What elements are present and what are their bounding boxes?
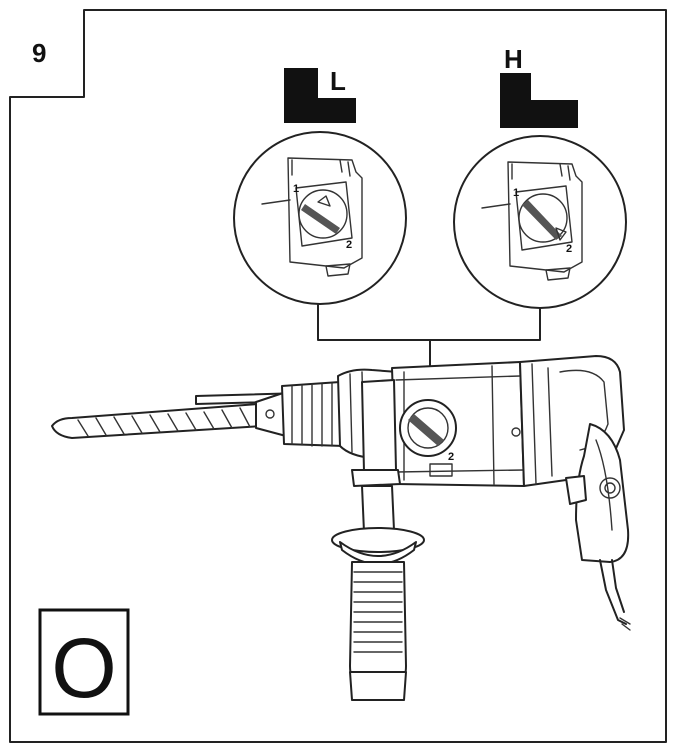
figure-frame [9, 9, 667, 743]
drill-selector-position-2: 2 [448, 451, 454, 463]
speed-high-label: H [504, 44, 523, 74]
detail-circle-low: 1 2 [233, 131, 407, 305]
selector-position-1-low: 1 [293, 183, 299, 195]
step-number: 9 [32, 38, 46, 68]
low-gear-step-icon [284, 68, 356, 123]
mode-symbol: O [51, 621, 116, 715]
selector-position-1-high: 1 [513, 187, 519, 199]
selector-position-2-low: 2 [346, 239, 352, 251]
speed-low-label: L [330, 66, 346, 96]
hammer-drill-illustration: 2 [51, 355, 631, 701]
detail-circle-high: 1 2 [453, 135, 627, 309]
selector-position-2-high: 2 [566, 243, 572, 255]
high-gear-step-icon [500, 73, 578, 128]
no-hammer-mode-icon [38, 608, 130, 716]
